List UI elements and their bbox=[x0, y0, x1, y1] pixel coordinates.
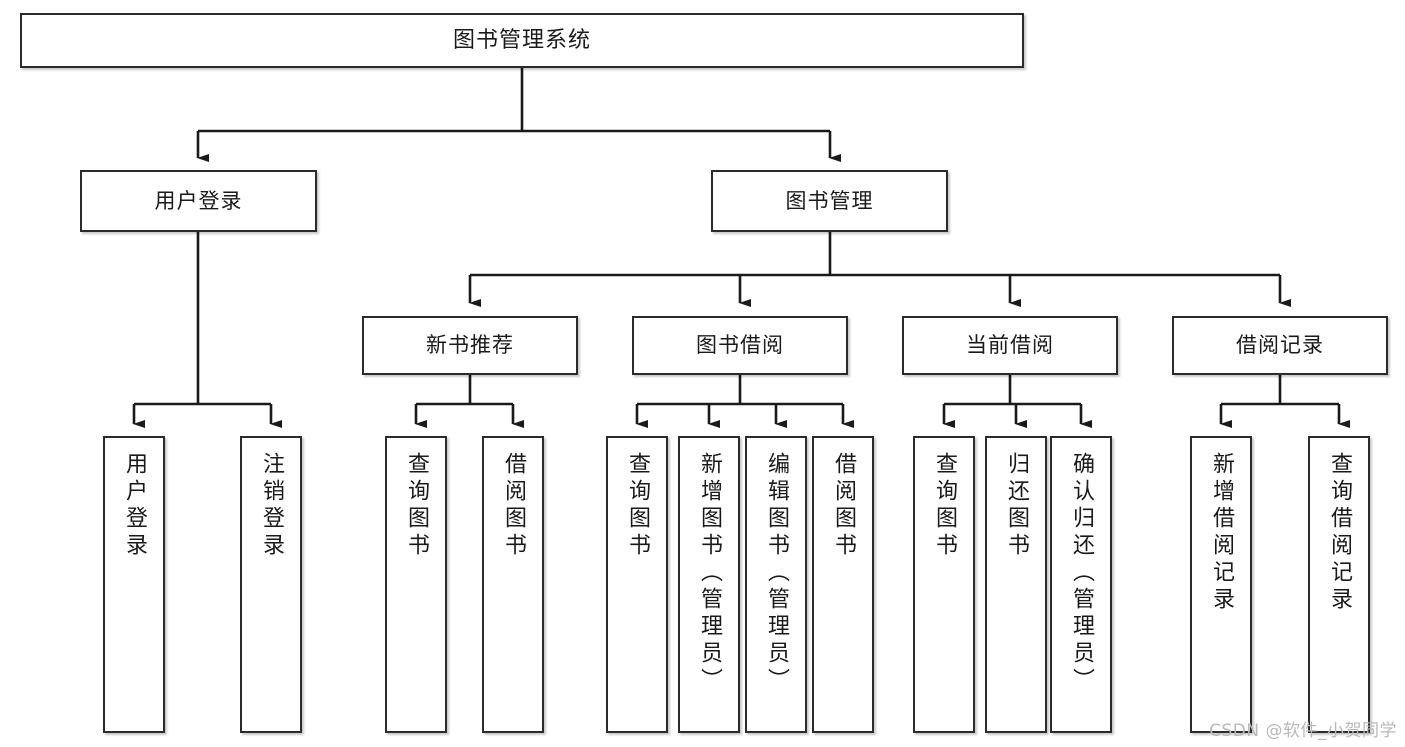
node-leaf-query-book-3[interactable]: 查询图书 bbox=[913, 436, 975, 733]
node-book-manage-label: 图书管理 bbox=[785, 188, 874, 213]
node-new-book-rec[interactable]: 新书推荐 bbox=[362, 316, 578, 375]
node-leaf-borrow-book-1[interactable]: 借阅图书 bbox=[482, 436, 544, 733]
node-leaf-add-book-label: 新增图书（管理员） bbox=[697, 452, 722, 695]
node-current-borrow-label: 当前借阅 bbox=[966, 333, 1054, 358]
node-book-manage[interactable]: 图书管理 bbox=[711, 170, 948, 232]
node-user-login-label: 用户登录 bbox=[154, 188, 243, 213]
node-user-login[interactable]: 用户登录 bbox=[80, 170, 317, 232]
node-leaf-logout-label: 注销登录 bbox=[259, 452, 284, 560]
node-leaf-logout[interactable]: 注销登录 bbox=[240, 436, 302, 733]
node-new-book-rec-label: 新书推荐 bbox=[426, 333, 514, 358]
node-leaf-borrow-book-2[interactable]: 借阅图书 bbox=[812, 436, 874, 733]
node-leaf-query-book-3-label: 查询图书 bbox=[932, 452, 957, 560]
node-current-borrow[interactable]: 当前借阅 bbox=[902, 316, 1118, 375]
node-leaf-query-book-1[interactable]: 查询图书 bbox=[385, 436, 447, 733]
node-leaf-return-book[interactable]: 归还图书 bbox=[985, 436, 1047, 733]
node-leaf-confirm-return-label: 确认归还（管理员） bbox=[1069, 452, 1094, 695]
node-root-label: 图书管理系统 bbox=[452, 27, 591, 53]
node-leaf-query-record-label: 查询借阅记录 bbox=[1327, 452, 1352, 614]
node-leaf-confirm-return[interactable]: 确认归还（管理员） bbox=[1050, 436, 1112, 733]
node-leaf-user-login-label: 用户登录 bbox=[122, 452, 147, 560]
node-leaf-add-record-label: 新增借阅记录 bbox=[1209, 452, 1234, 614]
node-leaf-query-book-2[interactable]: 查询图书 bbox=[606, 436, 668, 733]
node-root[interactable]: 图书管理系统 bbox=[20, 13, 1024, 68]
node-leaf-edit-book-label: 编辑图书（管理员） bbox=[764, 452, 789, 695]
node-book-borrow-label: 图书借阅 bbox=[696, 333, 784, 358]
node-borrow-record-label: 借阅记录 bbox=[1236, 333, 1324, 358]
node-leaf-borrow-book-2-label: 借阅图书 bbox=[831, 452, 856, 560]
node-leaf-query-book-2-label: 查询图书 bbox=[625, 452, 650, 560]
node-leaf-return-book-label: 归还图书 bbox=[1004, 452, 1029, 560]
node-leaf-user-login[interactable]: 用户登录 bbox=[103, 436, 165, 733]
node-leaf-query-record[interactable]: 查询借阅记录 bbox=[1308, 436, 1370, 733]
node-leaf-add-book[interactable]: 新增图书（管理员） bbox=[678, 436, 740, 733]
node-leaf-edit-book[interactable]: 编辑图书（管理员） bbox=[745, 436, 807, 733]
node-borrow-record[interactable]: 借阅记录 bbox=[1172, 316, 1388, 375]
node-leaf-query-book-1-label: 查询图书 bbox=[404, 452, 429, 560]
node-book-borrow[interactable]: 图书借阅 bbox=[632, 316, 848, 375]
node-leaf-add-record[interactable]: 新增借阅记录 bbox=[1190, 436, 1252, 733]
watermark: CSDN @软件_小贺同学 bbox=[1209, 721, 1397, 741]
node-leaf-borrow-book-1-label: 借阅图书 bbox=[501, 452, 526, 560]
